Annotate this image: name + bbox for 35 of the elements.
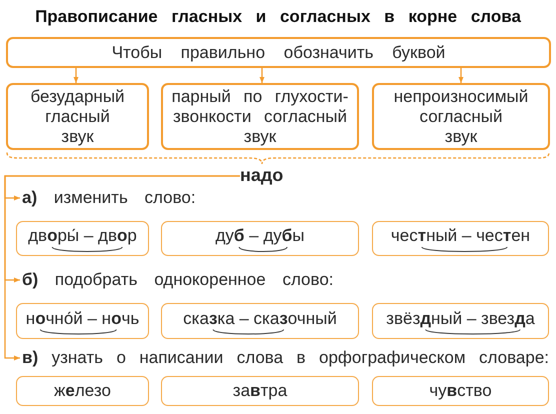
example-word-text: ночно́й – ночь [26, 308, 140, 328]
example-card [16, 221, 149, 256]
instruction-banner [6, 37, 551, 68]
example-word-text: чувство [429, 381, 492, 401]
sound-type-card [6, 83, 149, 150]
example-word-text: дворы́ – двор [28, 226, 137, 246]
arrow [4, 175, 240, 360]
sound-type-text: непроизносимый согласный звук [394, 86, 528, 146]
method-step-text: б) подобрать однокоренное слово: [22, 270, 334, 290]
example-word-text: сказка – сказочный [183, 308, 337, 328]
example-card [16, 303, 149, 339]
example-word-text: честный – честен [390, 226, 530, 246]
method-step-text: а) изменить слово: [22, 188, 196, 208]
example-word-text: дуб – дубы [216, 226, 304, 246]
example-word-text: железо [54, 381, 111, 401]
example-card [372, 221, 549, 256]
sound-type-text: парный по глухости-звонкости согласный звук [170, 86, 350, 146]
sound-type-card [161, 83, 359, 150]
sound-type-card [372, 83, 550, 150]
instruction-text: Чтобы правильно обозначить буквой [112, 42, 446, 62]
heading-word: надо [240, 165, 284, 185]
example-card [372, 303, 549, 339]
example-word-text: звёздный – звезда [386, 308, 535, 328]
arrow [260, 68, 264, 83]
example-card [161, 303, 359, 339]
arrow [458, 68, 464, 83]
method-step-text: в) узнать о написании слова в орфографическом словаре: [22, 348, 549, 368]
example-card [161, 376, 359, 406]
sound-type-text: безударный гласный звук [30, 86, 125, 146]
arrow [74, 68, 78, 83]
example-card [161, 221, 359, 256]
example-card [372, 376, 549, 406]
diagram-title: Правописание гласных и согласных в корне слова [35, 7, 521, 26]
example-word-text: завтра [232, 381, 288, 401]
example-card [16, 376, 149, 406]
